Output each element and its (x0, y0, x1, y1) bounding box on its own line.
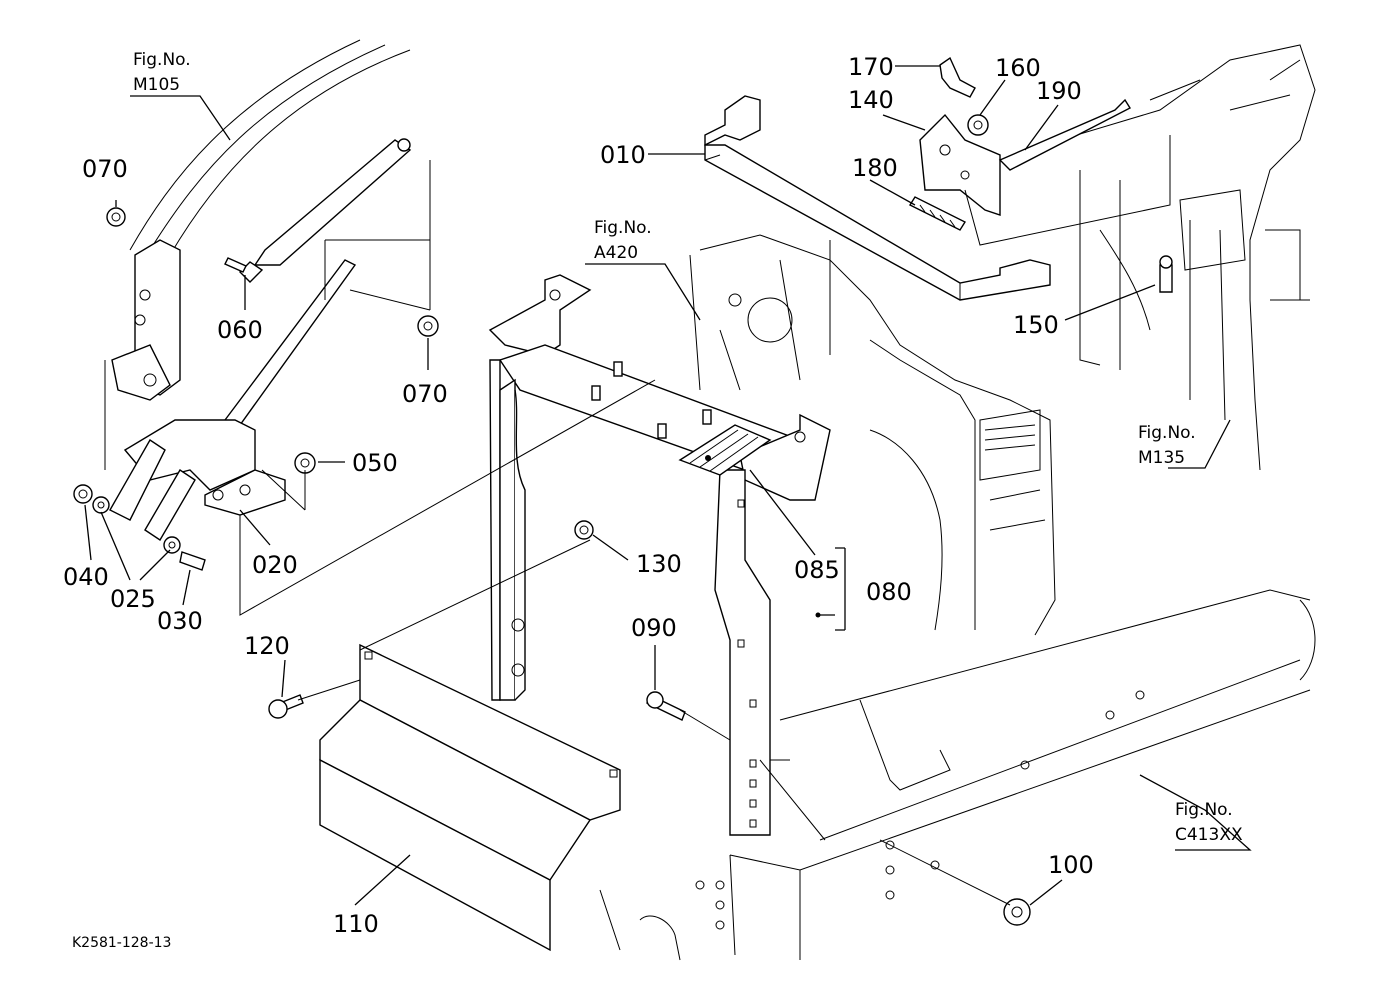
part-label-160[interactable]: 160 (995, 54, 1041, 82)
part-label-190[interactable]: 190 (1036, 77, 1082, 105)
part-label-180[interactable]: 180 (852, 154, 898, 182)
part-label-110[interactable]: 110 (333, 910, 379, 938)
part-label-170[interactable]: 170 (848, 53, 894, 81)
fig-ref-number: M135 (1138, 448, 1185, 468)
part-label-090[interactable]: 090 (631, 614, 677, 642)
fig-ref-m105[interactable]: Fig.No. M105 (133, 50, 191, 95)
part-label-010[interactable]: 010 (600, 141, 646, 169)
part-label-130[interactable]: 130 (636, 550, 682, 578)
fig-ref-m135[interactable]: Fig.No. M135 (1138, 423, 1196, 468)
part-label-120[interactable]: 120 (244, 632, 290, 660)
fig-ref-number: A420 (594, 243, 638, 263)
part-label-140[interactable]: 140 (848, 86, 894, 114)
part-label-020[interactable]: 020 (252, 551, 298, 579)
part-label-070[interactable]: 070 (82, 155, 128, 183)
diagram-code: K2581-128-13 (72, 935, 171, 951)
fig-ref-number: M105 (133, 75, 180, 95)
fig-ref-caption: Fig.No. (594, 218, 652, 238)
part-label-050[interactable]: 050 (352, 449, 398, 477)
part-label-030[interactable]: 030 (157, 607, 203, 635)
part-label-085[interactable]: 085 (794, 556, 840, 584)
part-010-bar (704, 95, 1051, 301)
latch-assembly (908, 56, 1173, 293)
part-080-frame-support (488, 274, 831, 836)
fig-ref-number: C413XX (1175, 825, 1243, 845)
part-label-150[interactable]: 150 (1013, 311, 1059, 339)
tractor-body-outline (599, 44, 1316, 961)
part-label-080[interactable]: 080 (866, 578, 912, 606)
fig-ref-a420[interactable]: Fig.No. A420 (594, 218, 652, 263)
fig-ref-c413[interactable]: Fig.No. C413XX (1175, 800, 1243, 845)
fig-ref-caption: Fig.No. (1175, 800, 1233, 820)
fig-ref-caption: Fig.No. (133, 50, 191, 70)
part-label-100[interactable]: 100 (1048, 851, 1094, 879)
part-label-070[interactable]: 070 (402, 380, 448, 408)
part-110-cover (319, 643, 621, 952)
part-labels: 070 060 070 050 040 025 030 020 130 120 … (63, 53, 1094, 938)
part-label-025[interactable]: 025 (110, 585, 156, 613)
bolts (268, 691, 1031, 926)
fig-ref-caption: Fig.No. (1138, 423, 1196, 443)
part-label-060[interactable]: 060 (217, 316, 263, 344)
part-label-040[interactable]: 040 (63, 563, 109, 591)
leader-lines (84, 65, 1252, 906)
